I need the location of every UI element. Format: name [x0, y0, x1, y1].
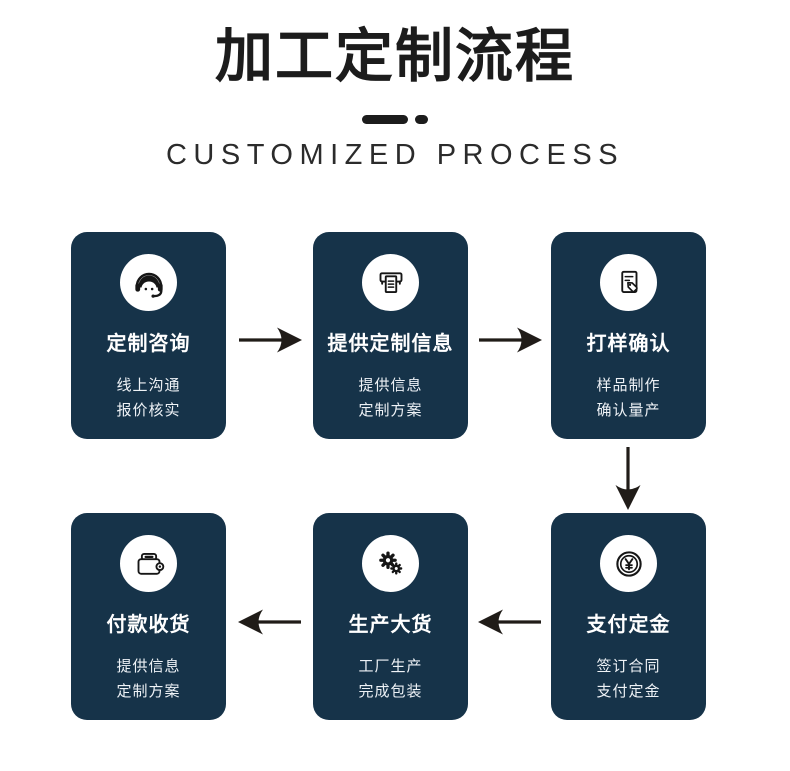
step-desc-line: 样品制作 [596, 377, 661, 394]
step-desc: 工厂生产 完成包装 [313, 654, 468, 704]
headset-icon [120, 254, 177, 311]
divider-dot [415, 115, 428, 124]
step-title: 付款收货 [106, 614, 191, 636]
step-desc-line: 提供信息 [358, 377, 423, 394]
arrow-right-icon [239, 327, 302, 353]
step-card-production: 生产大货 工厂生产 完成包装 [313, 513, 468, 720]
yuan-coin-icon [600, 535, 657, 592]
gears-icon [362, 535, 419, 592]
step-card-provide-info: 提供定制信息 提供信息 定制方案 [313, 232, 468, 439]
step-title: 打样确认 [586, 333, 671, 355]
step-desc-line: 线上沟通 [116, 377, 181, 394]
step-desc: 样品制作 确认量产 [551, 373, 706, 423]
wallet-icon [120, 535, 177, 592]
step-card-pay-deposit: 支付定金 签订合同 支付定金 [551, 513, 706, 720]
step-desc-line: 定制方案 [358, 402, 423, 419]
step-card-consult: 定制咨询 线上沟通 报价核实 [71, 232, 226, 439]
page-subtitle: CUSTOMIZED PROCESS [165, 139, 625, 171]
step-card-sample-confirm: 打样确认 样品制作 确认量产 [551, 232, 706, 439]
step-desc-line: 支付定金 [596, 683, 661, 700]
step-title: 提供定制信息 [327, 333, 454, 355]
printer-icon [362, 254, 419, 311]
step-desc: 提供信息 定制方案 [313, 373, 468, 423]
step-desc-line: 签订合同 [596, 658, 661, 675]
step-title: 生产大货 [348, 614, 433, 636]
divider-dash [362, 115, 408, 124]
step-desc: 签订合同 支付定金 [551, 654, 706, 704]
step-desc-line: 报价核实 [116, 402, 181, 419]
step-desc: 线上沟通 报价核实 [71, 373, 226, 423]
step-card-payment-receipt: 付款收货 提供信息 定制方案 [71, 513, 226, 720]
step-title: 定制咨询 [106, 333, 191, 355]
document-edit-icon [600, 254, 657, 311]
arrow-down-icon [615, 447, 641, 510]
title-divider [0, 115, 790, 124]
arrow-left-icon [238, 609, 301, 635]
step-desc-line: 定制方案 [116, 683, 181, 700]
arrow-right-icon [479, 327, 542, 353]
step-desc-line: 工厂生产 [358, 658, 423, 675]
step-desc-line: 确认量产 [596, 402, 661, 419]
page-title: 加工定制流程 [214, 24, 575, 89]
step-desc-line: 完成包装 [358, 683, 423, 700]
step-title: 支付定金 [586, 614, 671, 636]
step-desc-line: 提供信息 [116, 658, 181, 675]
step-desc: 提供信息 定制方案 [71, 654, 226, 704]
arrow-left-icon [478, 609, 541, 635]
